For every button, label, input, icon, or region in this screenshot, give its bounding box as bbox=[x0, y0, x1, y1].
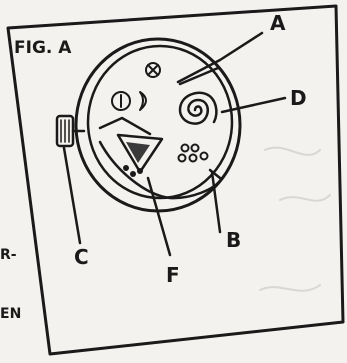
figure-title: FIG. A bbox=[14, 38, 72, 58]
label-b: B bbox=[226, 228, 241, 252]
label-d: D bbox=[290, 86, 307, 110]
label-f: F bbox=[166, 263, 180, 287]
label-a: A bbox=[270, 11, 286, 35]
edge-fragment-r: R- bbox=[0, 247, 17, 263]
label-c: C bbox=[74, 245, 89, 269]
edge-fragment-en: EN bbox=[0, 306, 21, 322]
